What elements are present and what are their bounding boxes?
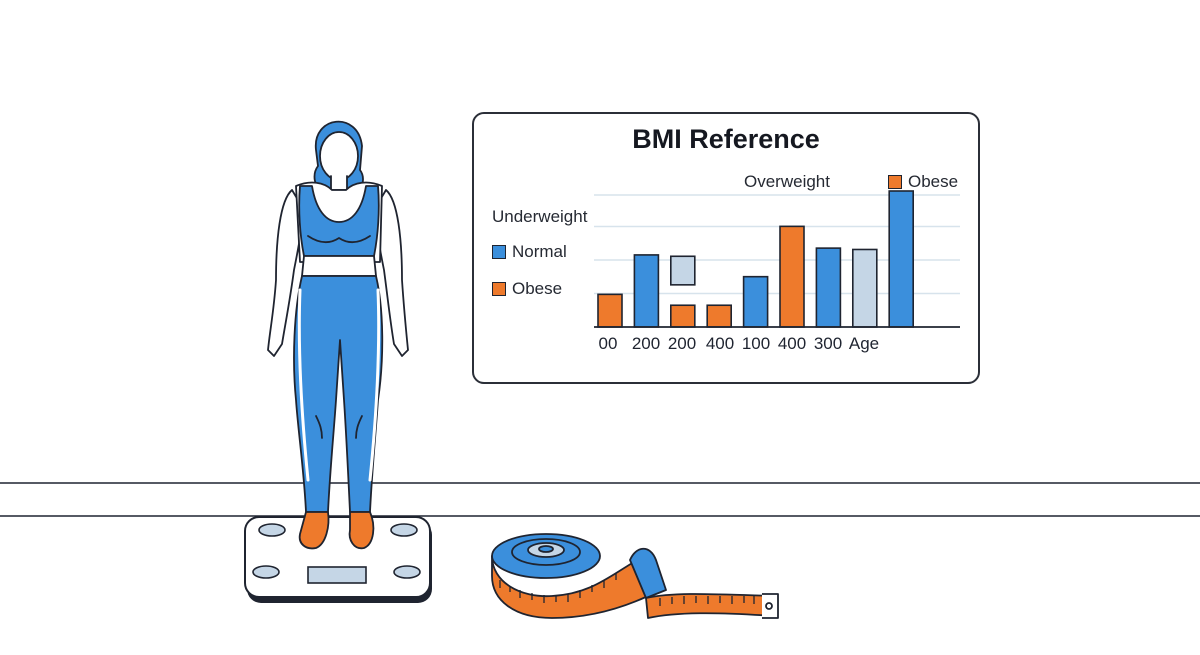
bar-normal xyxy=(633,254,660,328)
normal-swatch-icon xyxy=(492,245,506,259)
legend-obese-left-label: Obese xyxy=(512,279,563,298)
bar-obese xyxy=(779,225,805,328)
bar-obese xyxy=(597,293,623,328)
panel-title: BMI Reference xyxy=(632,124,820,154)
bmi-reference-panel: BMI Reference Overweight Obese Underweig… xyxy=(472,112,980,384)
bar-normal xyxy=(815,247,842,328)
x-tick-label: 400 xyxy=(777,334,807,353)
x-tick-label: 400 xyxy=(705,334,735,353)
obese-swatch-icon xyxy=(888,175,902,189)
x-tick-label: 00 xyxy=(598,334,618,353)
x-tick-label: 300 xyxy=(813,334,843,353)
bar-obese xyxy=(706,304,732,328)
legend-underweight: Underweight xyxy=(492,207,587,227)
bar-normal xyxy=(888,190,915,328)
legend-overweight: Overweight xyxy=(744,172,830,192)
obese-swatch-icon xyxy=(492,282,506,296)
legend-normal: Normal xyxy=(492,242,567,262)
legend-obese-left: Obese xyxy=(492,279,562,299)
x-tick-label: 200 xyxy=(667,334,697,353)
bar-overweight xyxy=(670,255,696,286)
legend-underweight-label: Underweight xyxy=(492,207,588,226)
bathroom-scale-icon xyxy=(244,516,432,603)
person-figure-icon xyxy=(267,120,409,550)
x-tick-label: 100 xyxy=(741,334,771,353)
legend-obese-top-label: Obese xyxy=(908,172,959,191)
x-tick-label: Age xyxy=(848,334,880,353)
measuring-tape-icon xyxy=(491,533,779,619)
legend-overweight-label: Overweight xyxy=(744,172,830,191)
legend-obese-top: Obese xyxy=(888,172,958,192)
x-tick-label: 200 xyxy=(631,334,661,353)
legend-normal-label: Normal xyxy=(512,242,567,261)
bar-chart xyxy=(594,190,960,328)
bar-obese xyxy=(670,304,696,328)
bar-overweight xyxy=(851,248,878,328)
bar-normal xyxy=(742,275,769,328)
